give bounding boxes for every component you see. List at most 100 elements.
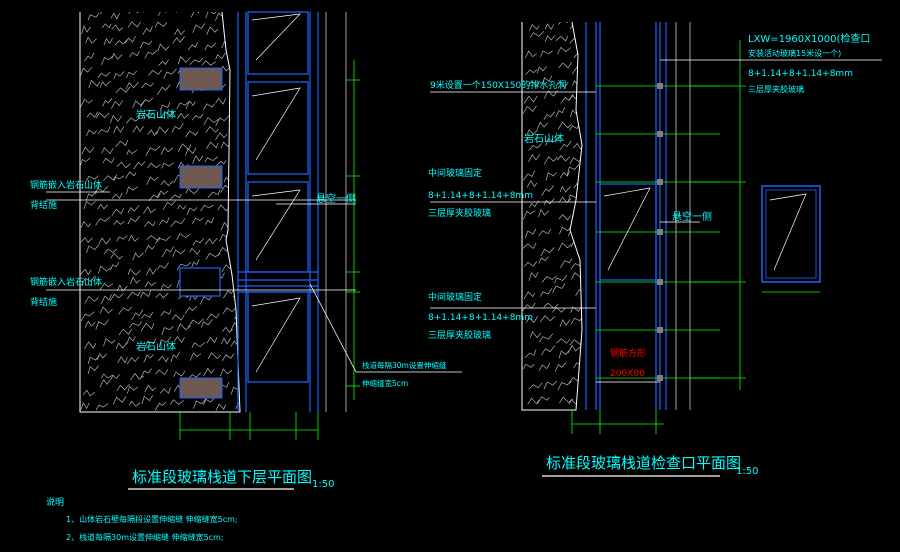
rock-hatch-stroke [203,103,215,110]
rock-hatch-stroke [558,214,571,221]
rock-hatch-stroke [100,294,112,305]
rock-hatch-stroke [140,311,154,319]
rock-hatch-stroke [555,107,566,118]
rock-hatch-stroke [215,52,226,60]
right-glass-note-2c: 三层厚夹胶玻璃 [428,329,491,341]
rock-hatch-stroke [220,337,232,345]
rock-hatch-stroke [191,113,204,121]
rock-hatch-stroke [558,349,571,359]
rock-hatch-stroke [87,355,100,365]
rock-hatch-stroke [237,12,240,15]
rock-hatch-stroke [222,326,233,333]
rock-hatch-stroke [100,12,111,15]
rock-hatch-stroke [569,155,582,164]
rock-hatch-stroke [143,205,156,214]
rock-hatch-stroke [189,57,204,66]
rock-hatch-stroke [113,219,125,226]
rock-hatch-stroke [102,157,115,164]
rock-hatch-stroke [570,306,582,313]
left-cliff-side-label: 悬空一侧 [316,192,356,205]
rock-hatch-stroke [98,265,111,274]
rock-hatch-stroke [84,52,95,62]
left-outer-lines [325,12,347,412]
rock-hatch-stroke [220,141,233,149]
rock-hatch-stroke [161,246,175,258]
rock-hatch-stroke [523,95,538,104]
rock-hatch-stroke [103,337,116,347]
rock-hatch-stroke [543,156,558,165]
left-title: 标准段玻璃栈道下层平面图 [132,468,312,486]
rock-hatch-stroke [557,121,572,130]
left-leader-note-2: 伸缩缝宽5cm [362,378,408,388]
rock-hatch-stroke [523,210,536,220]
rock-hatch-stroke [97,203,109,210]
rock-hatch-stroke [192,237,205,246]
rock-hatch-stroke [144,281,156,288]
rock-hatch-stroke [113,71,125,80]
rock-hatch-stroke [133,161,146,170]
right-outer-lines [675,22,691,410]
rock-hatch-stroke [572,142,582,150]
left-leader-note-1: 栈道每隔30m设置伸缩缝 [362,360,447,370]
rock-hatch-stroke [95,403,109,411]
rock-hatch-stroke [126,336,136,345]
rock-hatch-stroke [192,155,204,164]
rock-hatch-stroke [583,107,594,115]
rock-hatch-stroke [559,185,571,193]
rock-hatch-stroke [140,290,151,299]
left-glass-hatch [251,13,301,373]
right-hatch-note-4: 三层厚夹胶玻璃 [748,84,804,94]
rock-hatch-stroke [191,342,206,348]
rock-hatch-stroke [163,68,177,79]
rock-hatch-stroke [543,90,558,99]
rock-hatch-stroke [113,175,125,182]
rock-hatch-stroke [204,156,219,163]
notes-block: 说明 1、山体岩石壁每隔段设置伸缩缝 伸缩缝宽5cm; 2、栈道每隔30m设置伸… [46,496,238,542]
rock-hatch-stroke [200,319,213,328]
rock-hatch-stroke [86,129,97,137]
rock-hatch-stroke [117,356,128,364]
rock-hatch-stroke [185,147,197,156]
anchor-block-3 [179,267,221,297]
rock-hatch-stroke [528,200,540,208]
rock-hatch-stroke [85,190,97,201]
rock-hatch-stroke [185,100,196,110]
rock-hatch-stroke [232,138,240,148]
rock-hatch-stroke [84,295,99,304]
rock-hatch-stroke [539,315,556,323]
rock-hatch-stroke [147,129,158,136]
rock-hatch-stroke [115,139,129,148]
rock-hatch-stroke [95,112,110,119]
rock-hatch-stroke [573,50,582,59]
rock-hatch-stroke [203,116,219,126]
rock-hatch-stroke [127,215,141,225]
rock-hatch-stroke [97,71,111,79]
rock-hatch-stroke [567,192,580,203]
rock-hatch-stroke [223,288,235,299]
rock-hatch-stroke [176,262,192,271]
rock-hatch-stroke [230,110,240,120]
anchor-block-2 [179,165,223,189]
rock-hatch-stroke [204,42,217,51]
rock-hatch-stroke [543,380,558,390]
rock-hatch-stroke [581,183,582,189]
rock-hatch-stroke [528,271,539,281]
rock-hatch-stroke [528,143,542,151]
rock-hatch-stroke [110,12,120,20]
rock-hatch-stroke [128,12,141,14]
rock-hatch-stroke [155,292,169,299]
rock-hatch-stroke [144,384,156,393]
rock-hatch-stroke [221,353,235,361]
rock-hatch-stroke [555,35,569,42]
rock-hatch-stroke [192,217,204,225]
rock-hatch-stroke [567,230,578,237]
rock-hatch-stroke [539,288,553,297]
rock-hatch-stroke [80,66,93,76]
rock-hatch-stroke [538,228,552,237]
rock-hatch-stroke [232,248,240,259]
rock-hatch-stroke [113,125,125,134]
rock-hatch-stroke [115,342,127,350]
rock-hatch-stroke [125,35,136,44]
rock-hatch-stroke [84,341,97,349]
rock-hatch-stroke [116,235,128,242]
